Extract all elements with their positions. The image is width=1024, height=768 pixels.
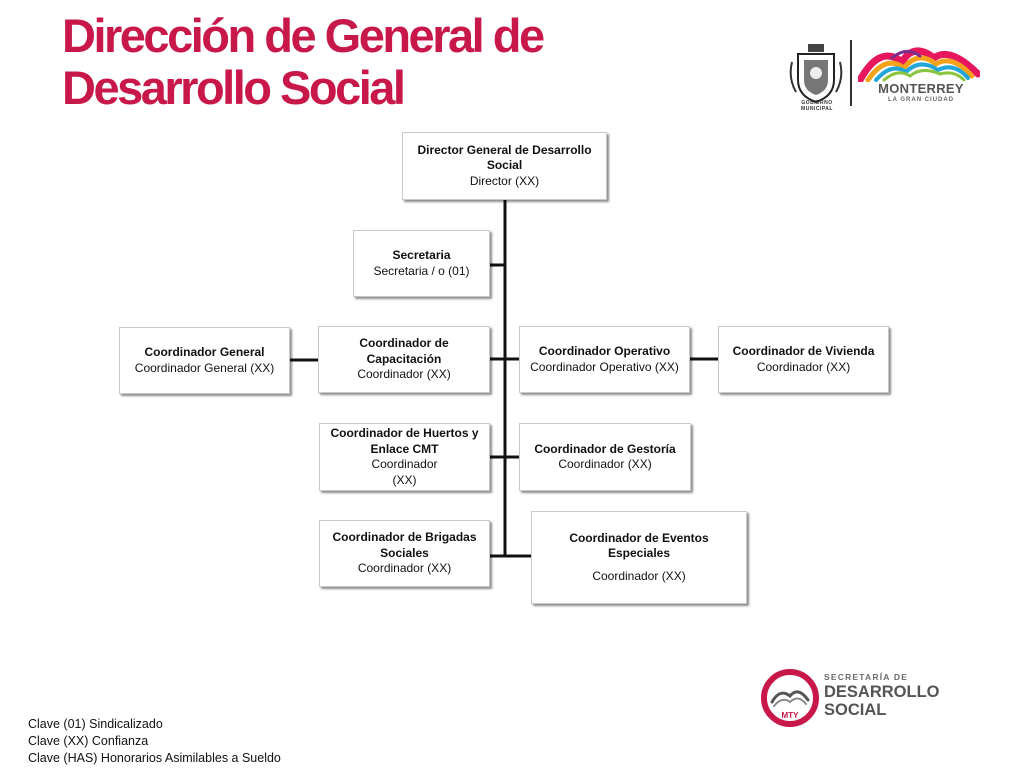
coordinador-gestoria-title: Coordinador de Gestoría	[534, 441, 676, 456]
secretaria-emblem-icon: MTY	[761, 669, 819, 727]
page-title-line-1: Dirección de General de	[62, 9, 545, 62]
coordinador-brigadas-box: Coordinador de Brigadas Sociales Coordin…	[319, 520, 490, 587]
coordinador-general-title: Coordinador General	[144, 345, 265, 359]
coordinador-gestoria-box: Coordinador de Gestoría Coordinador (XX)	[519, 423, 691, 491]
director-subtitle: Director (XX)	[469, 173, 540, 188]
coordinador-vivienda-subtitle: Coordinador (XX)	[756, 359, 851, 374]
coordinador-brigadas-title: Coordinador de Brigadas Sociales	[332, 530, 477, 560]
coordinador-operativo-title: Coordinador Operativo	[538, 344, 671, 358]
coordinador-huertos-subtitle-1: Coordinador	[371, 457, 438, 471]
coat-of-arms-icon	[789, 44, 843, 104]
coordinador-eventos-box: Coordinador de Eventos Especiales Coordi…	[531, 511, 747, 604]
coordinador-brigadas-subtitle: Coordinador (XX)	[357, 561, 452, 576]
wordmark-line-1: DESARROLLO	[824, 683, 940, 701]
coordinador-eventos-title: Coordinador de Eventos Especiales	[569, 530, 709, 561]
monterrey-logo: GOBIERNO MUNICIPAL MONTERREY LA GRAN CIU…	[788, 36, 988, 112]
coordinador-operativo-box: Coordinador Operativo Coordinador Operat…	[519, 326, 690, 393]
coordinador-huertos-box: Coordinador de Huertos y Enlace CMT Coor…	[319, 423, 490, 491]
page-title: Dirección de General de Desarrollo Socia…	[62, 9, 545, 114]
coordinador-vivienda-box: Coordinador de Vivienda Coordinador (XX)	[718, 326, 889, 393]
monterrey-name: MONTERREY	[878, 81, 964, 96]
secretaria-logo: MTY SECRETARÍA DE DESARROLLO SOCIAL	[760, 666, 960, 730]
desarrollo-social-wordmark: DESARROLLO SOCIAL	[824, 683, 964, 719]
wordmark-line-2: SOCIAL	[824, 701, 887, 719]
coordinador-general-subtitle: Coordinador General (XX)	[134, 360, 275, 375]
legend-item: Clave (01) Sindicalizado	[28, 717, 163, 731]
secretaria-emblem-text: MTY	[782, 711, 800, 720]
legend: Clave (01) Sindicalizado Clave (XX) Conf…	[28, 716, 281, 767]
monterrey-mountains-icon	[858, 47, 980, 82]
monterrey-tagline: LA GRAN CIUDAD	[887, 97, 955, 103]
coordinador-huertos-subtitle-2: (XX)	[392, 472, 417, 487]
logo-divider	[850, 40, 852, 106]
coordinador-gestoria-subtitle: Coordinador (XX)	[558, 457, 652, 471]
director-box: Director General de Desarrollo Social Di…	[402, 132, 607, 200]
coordinador-capacitacion-title: Coordinador de Capacitación	[359, 336, 449, 366]
gobierno-municipal-label: GOBIERNO MUNICIPAL	[801, 100, 833, 112]
legend-item: Clave (XX) Confianza	[28, 734, 149, 748]
coordinador-general-box: Coordinador General Coordinador General …	[119, 327, 290, 394]
coordinador-vivienda-title: Coordinador de Vivienda	[732, 344, 875, 358]
secretaria-subtitle: Secretaria / o (01)	[373, 263, 470, 278]
coordinador-capacitacion-subtitle: Coordinador (XX)	[357, 367, 451, 382]
coordinador-huertos-title: Coordinador de Huertos y Enlace CMT	[330, 426, 479, 456]
secretaria-de-label: SECRETARÍA DE	[824, 672, 909, 682]
coordinador-eventos-subtitle: Coordinador (XX)	[592, 568, 686, 583]
coordinador-capacitacion-box: Coordinador de Capacitación Coordinador …	[318, 326, 490, 393]
coordinador-operativo-subtitle: Coordinador Operativo (XX)	[530, 359, 679, 374]
legend-item: Clave (HAS) Honorarios Asimilables a Sue…	[28, 751, 281, 765]
director-title: Director General de Desarrollo Social	[417, 142, 592, 173]
page-title-line-2: Desarrollo Social	[62, 61, 406, 114]
secretaria-title: Secretaria	[392, 248, 451, 262]
secretaria-box: Secretaria Secretaria / o (01)	[353, 230, 490, 297]
